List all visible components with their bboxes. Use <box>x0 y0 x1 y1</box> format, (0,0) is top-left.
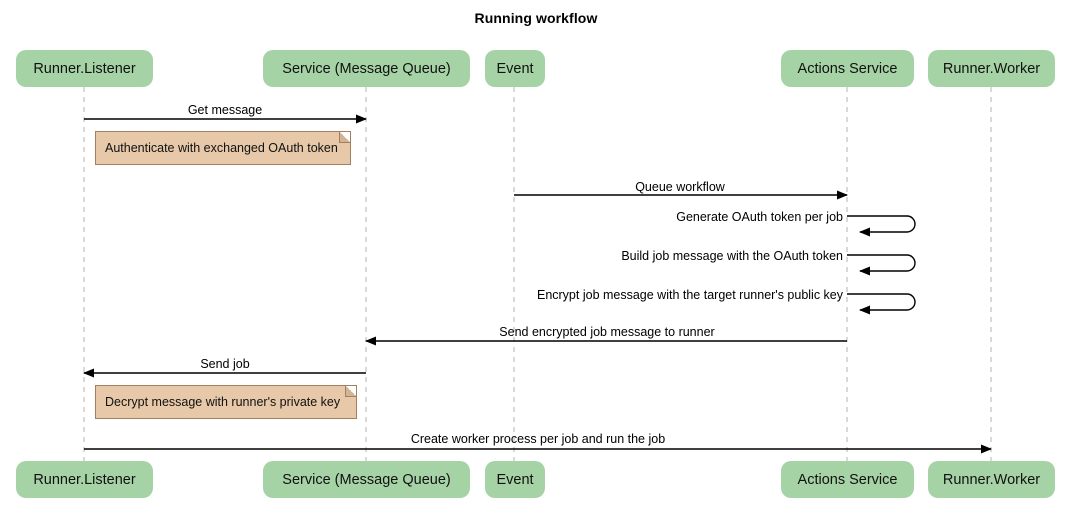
participant-label: Runner.Worker <box>942 471 1041 488</box>
self-message-encrypt-job-message-public-key <box>847 293 916 315</box>
note-label: Decrypt message with runner's private ke… <box>105 395 341 409</box>
participant-runner-listener-bottom[interactable]: Runner.Listener <box>16 461 153 498</box>
participant-label: Actions Service <box>797 60 898 77</box>
participant-event-top[interactable]: Event <box>485 50 545 87</box>
participant-service-message-queue-bottom[interactable]: Service (Message Queue) <box>263 461 470 498</box>
message-label-send-encrypted-job-message-to-runner: Send encrypted job message to runner <box>499 325 715 339</box>
self-message-build-job-message-with-oauth-token <box>847 254 916 276</box>
note-fold-corner-icon <box>345 386 356 397</box>
participant-runner-listener-top[interactable]: Runner.Listener <box>16 50 153 87</box>
message-label-generate-oauth-token-per-job: Generate OAuth token per job <box>676 210 843 224</box>
participant-actions-service-bottom[interactable]: Actions Service <box>781 461 914 498</box>
participant-service-message-queue-top[interactable]: Service (Message Queue) <box>263 50 470 87</box>
self-message-generate-oauth-token-per-job <box>847 215 916 237</box>
participant-label: Runner.Listener <box>33 471 136 488</box>
note-label: Authenticate with exchanged OAuth token <box>105 141 338 155</box>
note-fold-corner-icon <box>339 132 350 143</box>
note-authenticate-note: Authenticate with exchanged OAuth token <box>95 131 351 165</box>
participant-label: Service (Message Queue) <box>282 60 451 77</box>
message-label-create-worker-process-run-job: Create worker process per job and run th… <box>410 432 666 446</box>
participant-label: Runner.Worker <box>942 60 1041 77</box>
note-decrypt-note: Decrypt message with runner's private ke… <box>95 385 357 419</box>
participant-label: Runner.Listener <box>33 60 136 77</box>
message-label-get-message: Get message <box>187 103 263 117</box>
message-arrows <box>83 114 992 454</box>
participant-label: Service (Message Queue) <box>282 471 451 488</box>
message-label-build-job-message-with-oauth-token: Build job message with the OAuth token <box>621 249 843 263</box>
message-label-encrypt-job-message-public-key: Encrypt job message with the target runn… <box>536 288 843 302</box>
participant-label: Event <box>496 471 534 488</box>
participant-label: Actions Service <box>797 471 898 488</box>
page-title: Running workflow <box>474 10 598 26</box>
participant-actions-service-top[interactable]: Actions Service <box>781 50 914 87</box>
message-label-send-job: Send job <box>200 357 250 371</box>
participant-event-bottom[interactable]: Event <box>485 461 545 498</box>
participant-runner-worker-bottom[interactable]: Runner.Worker <box>928 461 1055 498</box>
participant-label: Event <box>496 60 534 77</box>
participant-runner-worker-top[interactable]: Runner.Worker <box>928 50 1055 87</box>
lifelines <box>83 87 992 461</box>
message-label-queue-workflow: Queue workflow <box>635 180 725 194</box>
